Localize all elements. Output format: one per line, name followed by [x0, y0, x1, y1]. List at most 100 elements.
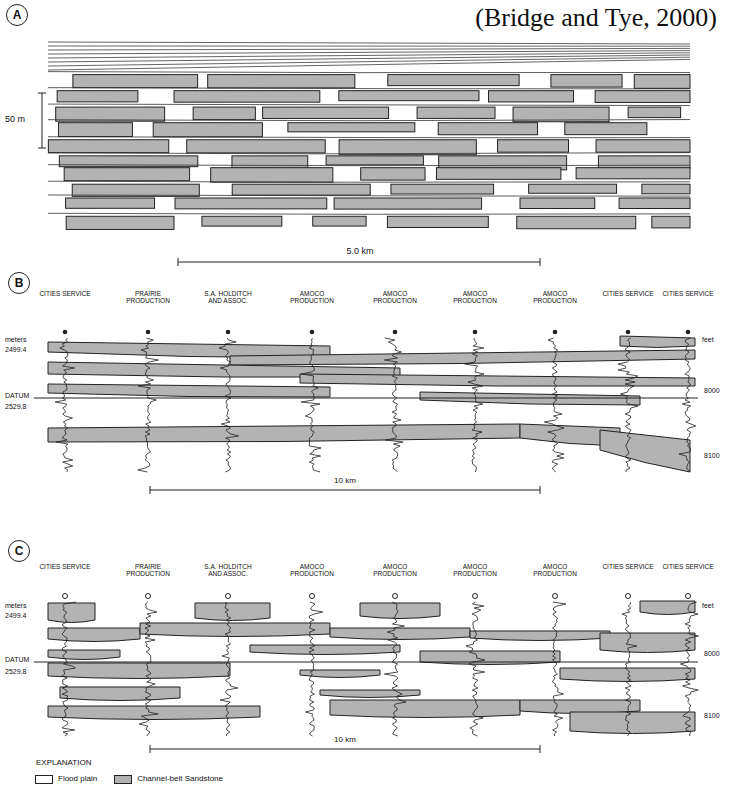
channel-belt-sandstone: [520, 198, 595, 208]
well-symbol: [63, 330, 68, 335]
channel-belt-sandstone: [339, 91, 479, 101]
well-symbol: [686, 330, 691, 335]
well-symbol: [393, 594, 398, 599]
channel-belt-sandstone: [140, 623, 330, 637]
well-name: PRAIRIE PRODUCTION: [119, 290, 177, 304]
well-log: [384, 602, 406, 736]
well-log: [466, 602, 485, 736]
well-symbol: [553, 330, 558, 335]
channel-belt-sandstone: [208, 75, 355, 88]
well-name: AMOCO PRODUCTION: [366, 290, 424, 304]
well-symbol: [226, 330, 231, 335]
channel-belt-sandstone: [388, 75, 519, 86]
scale-label: 5.0 km: [345, 247, 374, 257]
datum-label: DATUM: [4, 392, 30, 400]
well-name: AMOCO PRODUCTION: [283, 290, 341, 304]
scale-bar: [178, 258, 179, 266]
axis-unit: meters: [4, 602, 27, 610]
well-symbol: [310, 330, 315, 335]
scale-bar: [150, 745, 151, 753]
channel-belt-sandstone: [202, 216, 282, 226]
scale-bar: [540, 486, 541, 494]
citation: (Bridge and Tye, 2000): [474, 4, 718, 33]
well-name: AMOCO PRODUCTION: [446, 290, 504, 304]
panel-letter-circle: B: [8, 272, 30, 294]
channel-belt-sandstone: [187, 140, 326, 153]
well-log: [139, 602, 158, 736]
scale-bar: [42, 93, 43, 148]
floodplain-line: [48, 213, 690, 214]
well-log: [220, 602, 238, 736]
channel-belt-sandstone: [438, 123, 537, 135]
floodplain-line: [48, 120, 690, 121]
well-log: [622, 602, 637, 736]
channel-belt-sandstone: [576, 168, 690, 179]
well-log: [138, 338, 159, 472]
channel-belt-sandstone: [58, 123, 132, 137]
channel-belt-sandstone: [551, 75, 622, 87]
well-symbol: [626, 330, 631, 335]
channel-belt-sandstone: [339, 140, 476, 155]
channel-belt-sandstone: [330, 700, 520, 718]
channel-belt-sandstone: [193, 107, 255, 120]
panel-letter-circle: C: [8, 540, 30, 562]
channel-belt-sandstone: [417, 107, 495, 118]
depth-value: 8000: [703, 387, 721, 395]
channel-belt-sandstone: [320, 690, 420, 698]
well-name: CITIES SERVICE: [599, 563, 657, 570]
well-log: [465, 338, 484, 472]
scale-bar: [540, 258, 541, 266]
floodplain-line: [48, 195, 690, 196]
well-symbol: [310, 594, 315, 599]
floodplain-line: [48, 59, 690, 70]
well-name: S.A. HOLDITCH AND ASSOC.: [199, 290, 257, 304]
legend-text: Channel-belt Sandstone: [136, 775, 224, 784]
channel-belt-sandstone: [175, 198, 327, 209]
well-symbol: [63, 594, 68, 599]
legend-text: Flood plain: [57, 775, 98, 784]
well-symbol: [473, 594, 478, 599]
channel-belt-sandstone: [48, 384, 330, 397]
well-symbol: [686, 594, 691, 599]
channel-belt-sandstone: [570, 712, 695, 734]
floodplain-line: [48, 42, 690, 44]
panel-letter: A: [13, 8, 22, 22]
scale-label: 10 km: [333, 736, 357, 745]
channel-belt-sandstone: [263, 107, 389, 118]
axis-unit: feet: [701, 602, 715, 610]
channel-belt-sandstone: [326, 156, 423, 165]
depth-value: 2499.4: [4, 346, 27, 354]
scale-bar: [150, 486, 151, 494]
well-log: [618, 338, 638, 472]
channel-belt-sandstone: [60, 687, 180, 701]
well-name: CITIES SERVICE: [36, 563, 94, 570]
well-log: [306, 602, 323, 736]
depth-value: 2529.8: [4, 403, 27, 411]
channel-belt-sandstone: [361, 168, 425, 180]
depth-value: 8100: [703, 712, 721, 720]
channel-belt-sandstone: [56, 107, 165, 121]
channel-belt-sandstone: [436, 168, 560, 180]
legend-swatch: [35, 775, 53, 784]
well-name: AMOCO PRODUCTION: [526, 290, 584, 304]
depth-value: 8000: [703, 650, 721, 658]
channel-belt-sandstone: [211, 168, 333, 183]
scale-bar: [38, 148, 46, 149]
floodplain-line: [48, 181, 690, 182]
scale-bar: [150, 749, 540, 750]
well-name: AMOCO PRODUCTION: [446, 563, 504, 577]
datum-line: [34, 662, 698, 663]
legend-heading: EXPLANATION: [35, 759, 92, 768]
channel-belt-sandstone: [250, 645, 400, 655]
channel-belt-sandstone: [57, 91, 138, 102]
channel-belt-sandstone: [600, 430, 690, 472]
well-name: CITIES SERVICE: [659, 290, 717, 297]
channel-belt-sandstone: [620, 336, 695, 348]
channel-belt-sandstone: [498, 140, 569, 152]
well-symbol: [553, 594, 558, 599]
channel-belt-sandstone: [48, 140, 168, 153]
channel-belt-sandstone: [470, 631, 610, 641]
channel-belt-sandstone: [642, 184, 690, 194]
scale-label: 50 m: [4, 115, 26, 125]
